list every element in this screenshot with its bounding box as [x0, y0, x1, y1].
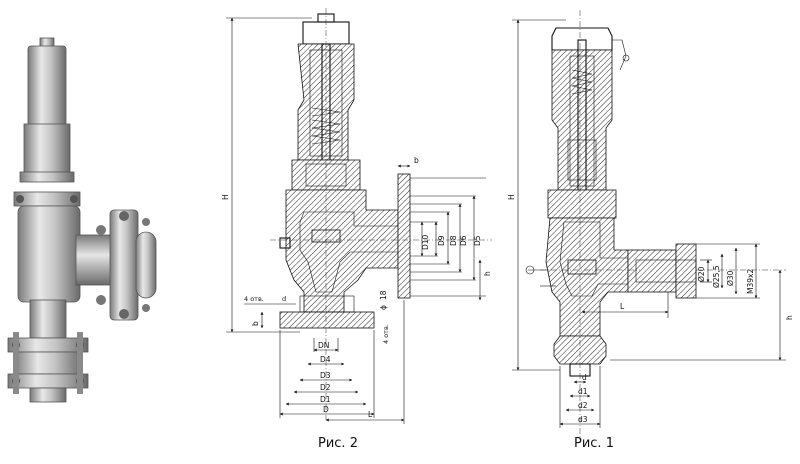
label-small-d2: d2 [578, 401, 588, 410]
label-b-bottom: b [251, 321, 260, 326]
label-d4: D4 [320, 355, 331, 364]
label-small-d3: d3 [578, 415, 588, 424]
label-d5: D5 [473, 235, 482, 246]
label-d8: D8 [449, 235, 458, 246]
label-h-fig1: H [507, 194, 516, 200]
label-l-fig2: L [368, 410, 373, 419]
valve-photo [7, 37, 157, 403]
figure-2-section: D10 D9 D8 D6 D5 b h 18 ϕ 4 отв. 4 отв. d… [221, 8, 492, 451]
label-d: D [323, 405, 329, 414]
label-holes: 4 отв. [244, 295, 264, 303]
label-d1: D1 [320, 395, 331, 404]
label-d30: Ø30 [726, 270, 735, 286]
label-dn: DN [318, 341, 329, 350]
figure-1-section: H Ø20 Ø25,5 Ø30 [507, 10, 794, 451]
label-holes-right: 4 отв. [382, 324, 390, 344]
caption-fig2: Рис. 2 [318, 436, 358, 451]
label-d3: D3 [320, 371, 331, 380]
label-h-small: h [483, 271, 492, 276]
label-m39: M39x2 [746, 269, 755, 294]
label-hole-d: d [282, 295, 286, 303]
label-h-fig1-small: h [785, 315, 794, 320]
caption-fig1: Рис. 1 [574, 436, 614, 451]
label-small-d: d [582, 373, 587, 382]
label-d9: D9 [437, 235, 446, 246]
label-phi: ϕ [379, 305, 388, 310]
label-d25: Ø25,5 [712, 265, 721, 288]
label-18: 18 [379, 290, 388, 300]
label-l-fig1: L [620, 302, 625, 311]
label-d20: Ø20 [697, 266, 706, 282]
label-d2: D2 [320, 383, 331, 392]
label-d6: D6 [459, 235, 468, 246]
label-b-top: b [414, 156, 419, 165]
label-h-fig2: H [221, 194, 230, 200]
label-small-d1: d1 [578, 387, 588, 396]
label-d10: D10 [421, 234, 430, 250]
